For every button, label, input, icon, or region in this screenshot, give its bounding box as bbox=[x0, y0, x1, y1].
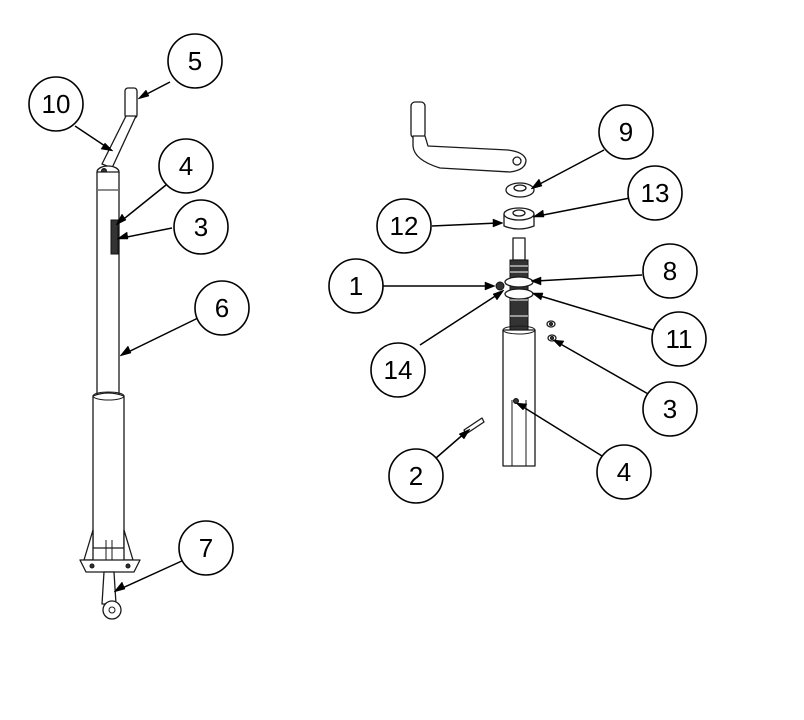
callout-4-right-label: 4 bbox=[617, 457, 631, 487]
callout-10-label: 10 bbox=[42, 89, 71, 119]
callout-4-right: 4 bbox=[596, 444, 652, 500]
callout-1-label: 1 bbox=[349, 271, 363, 301]
assembled-jack bbox=[79, 87, 141, 620]
handle-knob bbox=[124, 87, 138, 119]
callout-14: 14 bbox=[370, 342, 426, 398]
callout-2-label: 2 bbox=[409, 461, 423, 491]
leader-lines bbox=[74, 81, 654, 593]
callout-9: 9 bbox=[598, 104, 654, 160]
callout-8: 8 bbox=[642, 243, 698, 299]
collar bbox=[504, 276, 534, 288]
callout-2: 2 bbox=[388, 448, 444, 504]
callout-1: 1 bbox=[328, 258, 384, 314]
base-gusset-left bbox=[83, 529, 94, 561]
exploded-jack bbox=[410, 101, 557, 467]
callout-12: 12 bbox=[376, 198, 432, 254]
callout-11: 11 bbox=[651, 311, 707, 367]
callout-13: 13 bbox=[627, 165, 683, 221]
label-plate bbox=[110, 219, 119, 255]
callout-6: 6 bbox=[194, 280, 250, 336]
callout-3-left-label: 3 bbox=[194, 212, 208, 242]
callout-10: 10 bbox=[28, 76, 84, 132]
bolt-lower bbox=[547, 334, 557, 342]
set-screw bbox=[495, 281, 505, 291]
callout-13-label: 13 bbox=[641, 178, 670, 208]
callout-3-right: 3 bbox=[642, 381, 698, 437]
crank-arm bbox=[101, 115, 137, 169]
callout-5: 5 bbox=[167, 33, 223, 89]
bolt-upper bbox=[546, 320, 556, 328]
callout-3-left: 3 bbox=[173, 199, 229, 255]
callout-4-left-label: 4 bbox=[179, 151, 193, 181]
exploded-crank-arm bbox=[412, 135, 527, 173]
callout-9-label: 9 bbox=[619, 117, 633, 147]
base-plate bbox=[79, 559, 141, 573]
callout-5-label: 5 bbox=[188, 46, 202, 76]
callout-8-label: 8 bbox=[663, 256, 677, 286]
callout-7-label: 7 bbox=[199, 533, 213, 563]
wheel-bracket bbox=[101, 571, 117, 605]
callout-12-label: 12 bbox=[390, 211, 419, 241]
callout-6-label: 6 bbox=[215, 293, 229, 323]
exploded-handle-knob bbox=[410, 101, 426, 139]
callout-3-right-label: 3 bbox=[663, 394, 677, 424]
outer-tube bbox=[92, 392, 125, 549]
callout-11-label: 11 bbox=[666, 324, 693, 354]
wheel bbox=[102, 600, 122, 620]
shaft-top bbox=[512, 237, 526, 261]
base-gusset-right bbox=[123, 529, 134, 561]
callout-7: 7 bbox=[178, 520, 234, 576]
exploded-tube bbox=[502, 329, 536, 467]
inner-tube bbox=[96, 171, 120, 397]
callout-14-label: 14 bbox=[384, 355, 413, 385]
callout-4-left: 4 bbox=[158, 138, 214, 194]
